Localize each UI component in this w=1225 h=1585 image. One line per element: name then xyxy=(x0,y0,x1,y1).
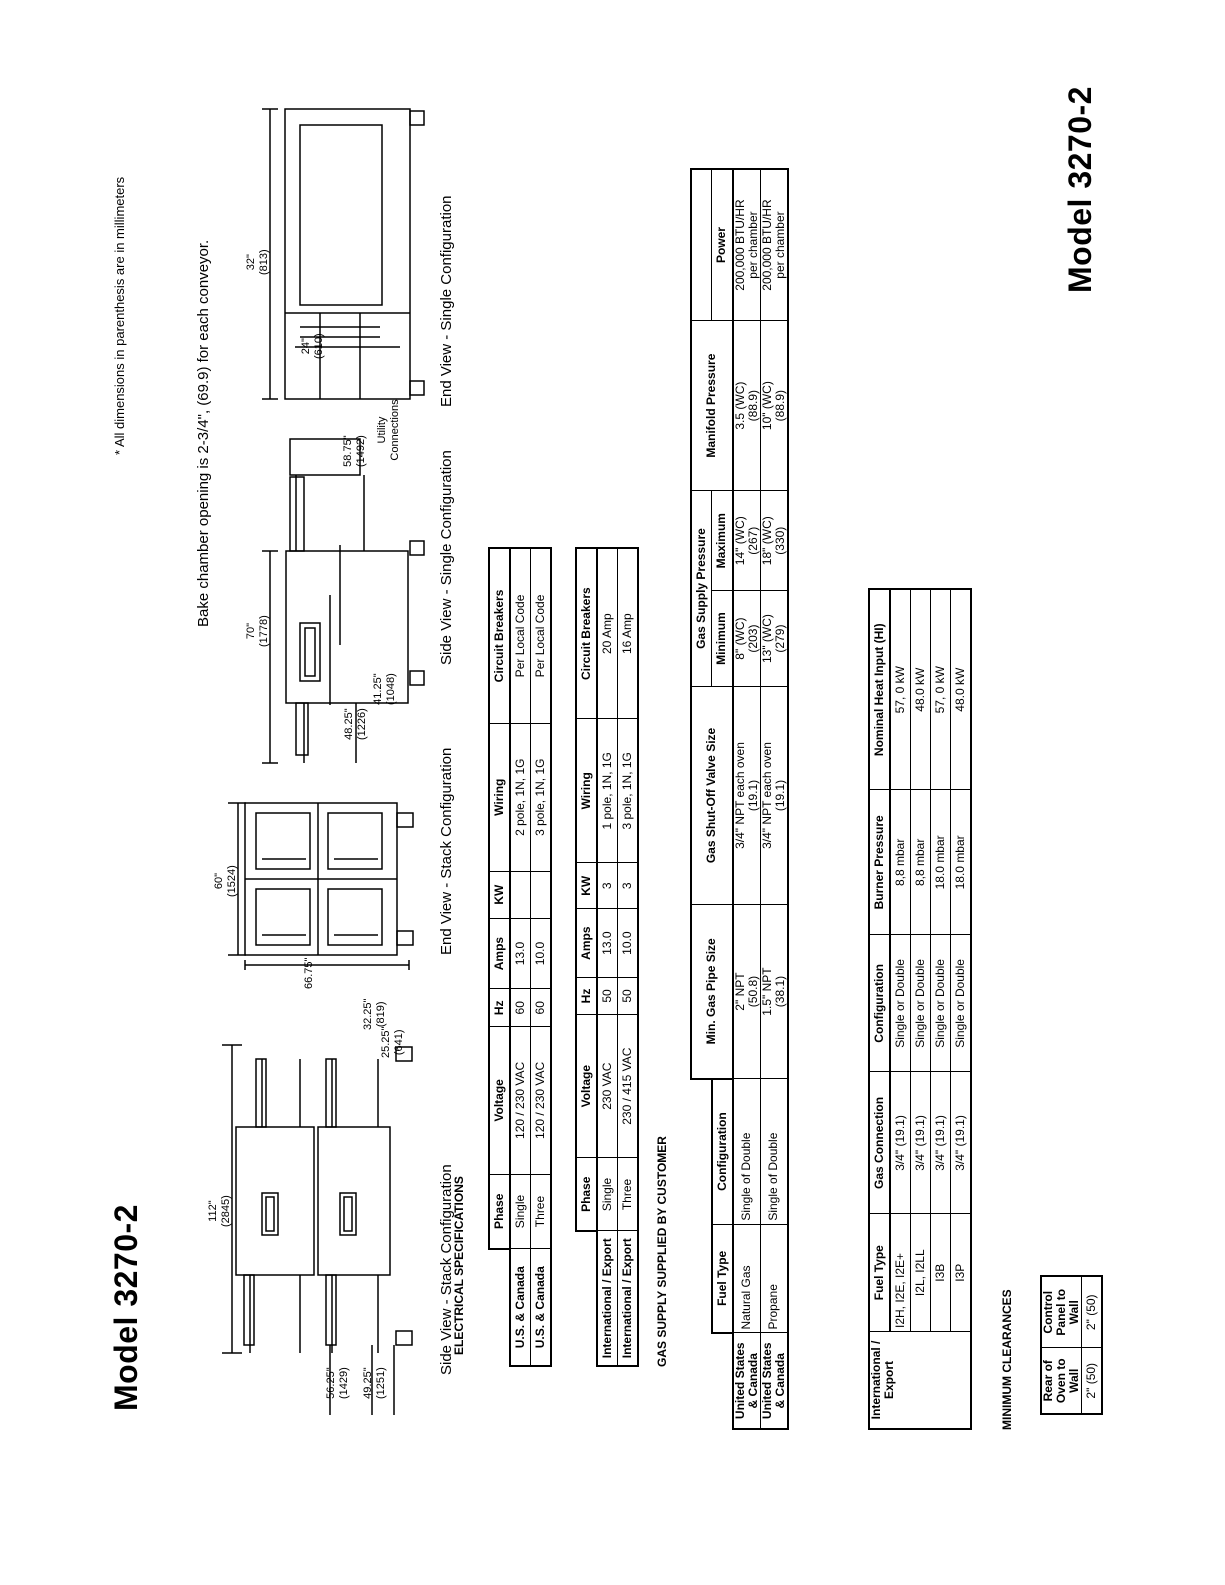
end-view-stack-drawing xyxy=(228,802,414,970)
col-phase: Phase xyxy=(489,1174,510,1249)
gas-supply-heading: GAS SUPPLY SUPPLIED BY CUSTOMER xyxy=(655,1136,669,1367)
col-hz: Hz xyxy=(489,988,510,1027)
electrical-table-intl: Phase Voltage Hz Amps KW Wiring Circuit … xyxy=(575,547,639,1367)
col-voltage: Voltage xyxy=(489,1026,510,1175)
caption-end-single: End View - Single Configuration xyxy=(438,195,455,407)
dim-single-h-c: 58.75"(1492) xyxy=(342,435,367,467)
dim-single-h-b: 41.25"(1048) xyxy=(372,673,397,705)
clearances-heading: MINIMUM CLEARANCES xyxy=(1000,1289,1014,1430)
table-row: United States & Canada Natural Gas Singl… xyxy=(732,169,760,1429)
side-view-single-drawing xyxy=(262,438,425,764)
dim-length: 112"(2845) xyxy=(207,1195,232,1227)
end-view-single-drawing xyxy=(262,108,425,400)
caption-side-single: Side View - Single Configuration xyxy=(438,450,455,665)
col-breakers: Circuit Breakers xyxy=(489,548,510,724)
dim-single-h-a: 48.25"(1226) xyxy=(343,708,368,740)
dim-single-depth: 24"(610) xyxy=(300,333,325,359)
col-kw: KW xyxy=(489,871,510,919)
gas-supply-table: Min. Gas Pipe Size Gas Shut-Off Valve Si… xyxy=(690,168,789,1430)
caption-end-stack: End View - Stack Configuration xyxy=(438,747,455,955)
col-wiring: Wiring xyxy=(489,723,510,872)
dim-single-length: 70"(1778) xyxy=(245,615,270,647)
dim-height-top: 56.25"(1429) xyxy=(325,1367,350,1399)
table-row: I2H, I2E, I2E+3/4" (19.1) Single or Doub… xyxy=(890,589,911,1429)
dim-height: 66.75" xyxy=(303,957,315,989)
col-amps: Amps xyxy=(489,918,510,989)
dim-width: 60"(1524) xyxy=(213,865,238,897)
dim-height-low: 25.25"(641) xyxy=(380,1026,405,1058)
electrical-table-us: Phase Voltage Hz Amps KW Wiring Circuit … xyxy=(488,547,552,1367)
side-view-stack-drawing xyxy=(222,1044,413,1415)
clearances-table: Rear of Oven to Wall Control Panel to Wa… xyxy=(1040,1275,1103,1415)
intl-gas-table: International / Export Fuel Type Gas Con… xyxy=(868,588,972,1430)
dim-height-bottom: 49.25"(1251) xyxy=(362,1367,387,1399)
electrical-heading: ELECTRICAL SPECIFICATIONS xyxy=(452,1176,466,1355)
table-row: 2" (50) 2" (50) xyxy=(1081,1276,1102,1414)
dim-height-mid: 32.25"(819) xyxy=(362,998,387,1030)
utility-connections-label: Utility Connections xyxy=(376,399,401,461)
table-row: United States & Canada Propane Single of… xyxy=(760,169,788,1429)
dim-single-width: 32"(813) xyxy=(245,249,270,275)
